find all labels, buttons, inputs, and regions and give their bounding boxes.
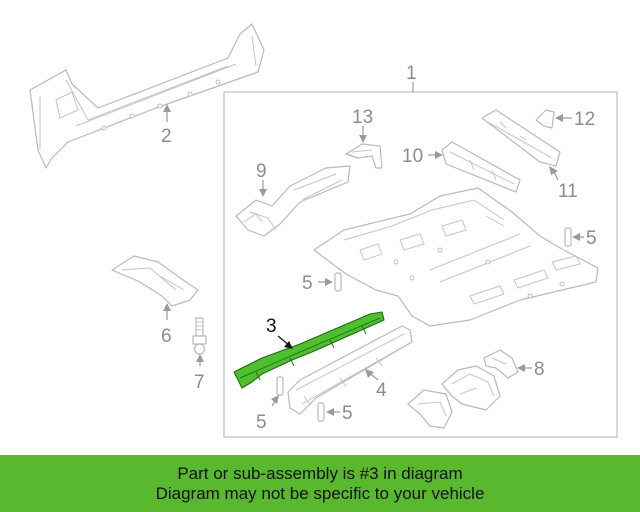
- assembly-frame: [223, 91, 618, 438]
- banner-line-1: Part or sub-assembly is #3 in diagram: [177, 463, 463, 483]
- part-5-plug-center[interactable]: [334, 272, 342, 292]
- callout-arrow-8: [517, 364, 525, 372]
- callout-5a[interactable]: 5: [586, 228, 597, 249]
- callout-3[interactable]: 3: [266, 316, 277, 337]
- callout-13[interactable]: 13: [352, 107, 373, 128]
- part-6-bracket[interactable]: [111, 255, 199, 307]
- callout-4[interactable]: 4: [376, 380, 387, 401]
- callout-arrow-5c: [271, 395, 279, 404]
- callout-arrow-9: [259, 189, 267, 197]
- callout-5b[interactable]: 5: [302, 273, 313, 294]
- callout-arrow-4: [365, 369, 374, 378]
- part-4-sill[interactable]: [287, 325, 413, 415]
- part-5-plug-lower-left[interactable]: [276, 376, 284, 396]
- callout-10[interactable]: 10: [402, 146, 423, 167]
- callout-11[interactable]: 11: [558, 181, 578, 202]
- banner-line-2: Diagram may not be specific to your vehi…: [155, 483, 485, 503]
- part-5-plug-lower-center[interactable]: [317, 402, 325, 422]
- callout-arrow-2: [163, 104, 171, 112]
- part-7-bolt[interactable]: [192, 317, 207, 355]
- callout-6[interactable]: 6: [161, 326, 172, 347]
- callout-arrow-5a: [572, 233, 580, 241]
- callout-5d[interactable]: 5: [342, 403, 353, 424]
- callout-arrow-11: [549, 166, 558, 175]
- part-12-clip[interactable]: [535, 109, 555, 129]
- callout-7[interactable]: 7: [194, 372, 205, 393]
- callout-arrow-5d: [326, 408, 334, 416]
- callout-1[interactable]: 1: [406, 63, 417, 84]
- callout-9[interactable]: 9: [256, 161, 267, 182]
- part-9-floor-crossmember[interactable]: [235, 165, 351, 237]
- callout-8[interactable]: 8: [534, 359, 545, 380]
- callout-arrow-13: [359, 135, 367, 143]
- part-13-bracket[interactable]: [345, 143, 383, 169]
- part-3-sill-highlighted[interactable]: [233, 311, 385, 389]
- floor-reinforcement-pieces: [407, 365, 501, 429]
- callout-5c[interactable]: 5: [256, 412, 267, 433]
- callout-12[interactable]: 12: [574, 109, 595, 130]
- callout-arrow-6: [163, 303, 171, 311]
- part-1-floor-pan[interactable]: [313, 187, 599, 327]
- callout-2[interactable]: 2: [161, 126, 172, 147]
- part-2-side-panel[interactable]: [29, 23, 265, 169]
- part-5-plug-right[interactable]: [564, 227, 572, 247]
- callout-arrow-5b: [325, 278, 333, 286]
- callout-arrow-10: [435, 151, 443, 159]
- info-banner: Part or sub-assembly is #3 in diagram Di…: [0, 455, 640, 512]
- parts-diagram: 1 2 13 12 11 10: [29, 23, 618, 438]
- callout-arrow-7: [196, 354, 204, 362]
- part-11-crossmember[interactable]: [481, 109, 561, 167]
- part-8-bracket[interactable]: [483, 349, 519, 379]
- callout-arrow-12: [555, 114, 563, 122]
- part-10-rail[interactable]: [441, 141, 521, 193]
- callout-arrow-3: [284, 341, 293, 349]
